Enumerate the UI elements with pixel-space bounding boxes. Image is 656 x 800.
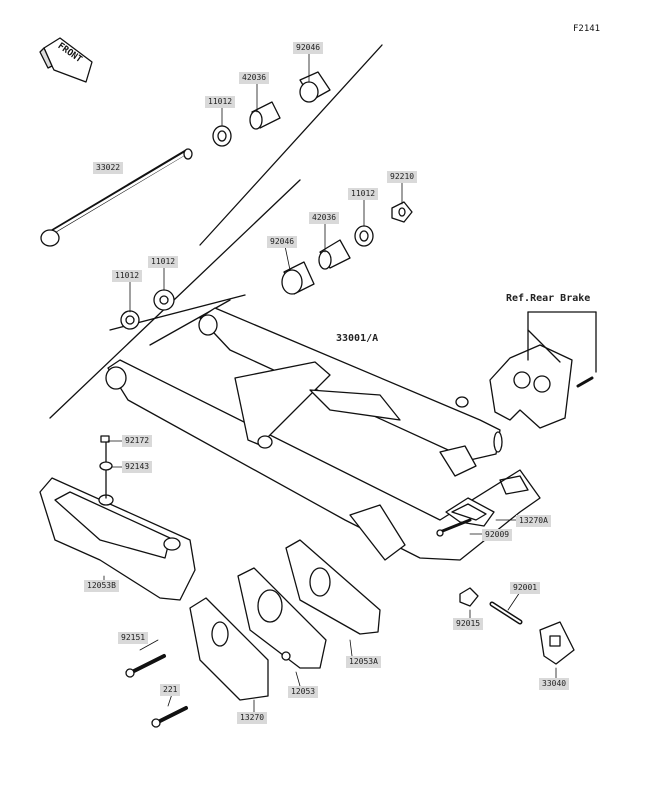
chain-guide-12053b xyxy=(39,435,196,601)
bushing-92046-top xyxy=(299,71,331,103)
part-label-92151: 92151 xyxy=(118,632,149,644)
seal-11012-left-a xyxy=(153,289,175,311)
block-33040 xyxy=(539,621,575,665)
bushing-92046-right xyxy=(281,261,315,295)
part-label-92046-right: 92046 xyxy=(267,236,298,248)
front-arrow-icon xyxy=(39,37,93,83)
ref-rear-brake-label: Ref.Rear Brake xyxy=(506,293,591,304)
guide-12053a xyxy=(285,539,381,635)
plate-13270a xyxy=(445,497,495,527)
guide-12053 xyxy=(237,567,327,669)
nut-92015 xyxy=(459,587,479,607)
part-label-11012-right: 11012 xyxy=(348,188,379,200)
part-label-221: 221 xyxy=(160,684,181,696)
bolt-92009 xyxy=(436,518,472,537)
part-label-13270: 13270 xyxy=(237,712,268,724)
part-label-42036-top: 42036 xyxy=(239,72,270,84)
explode-line xyxy=(149,299,231,346)
leader-lines xyxy=(103,51,557,713)
part-label-92001: 92001 xyxy=(510,582,541,594)
part-label-92172: 92172 xyxy=(122,435,153,447)
part-label-11012-left-a: 11012 xyxy=(148,256,179,268)
bolt-92001 xyxy=(489,601,523,625)
part-label-92015: 92015 xyxy=(453,618,484,630)
plate-13270 xyxy=(189,597,269,701)
part-label-33040: 33040 xyxy=(539,678,570,690)
swingarm xyxy=(105,307,541,561)
explode-line xyxy=(49,179,301,419)
part-label-12053b: 12053B xyxy=(84,580,119,592)
nut-92210 xyxy=(391,201,413,223)
part-label-13270a: 13270A xyxy=(516,515,551,527)
part-label-12053a: 12053A xyxy=(346,656,381,668)
seal-11012-top xyxy=(212,125,232,147)
bolt-221 xyxy=(151,706,188,728)
part-label-92009: 92009 xyxy=(482,529,513,541)
collar-42036-top xyxy=(249,101,281,130)
brake-bracket xyxy=(489,311,597,429)
collar-42036-right xyxy=(318,239,351,270)
part-label-92046-top: 92046 xyxy=(293,42,324,54)
part-label-33022: 33022 xyxy=(93,162,124,174)
seal-11012-right xyxy=(354,225,374,247)
main-part-label: 33001/A xyxy=(336,333,379,344)
part-label-92143: 92143 xyxy=(122,461,153,473)
axle-shaft xyxy=(40,148,193,247)
part-label-92210: 92210 xyxy=(387,171,418,183)
explode-line xyxy=(199,44,383,246)
part-label-42036-right: 42036 xyxy=(309,212,340,224)
seal-11012-left-b xyxy=(120,310,140,330)
bolt-92151 xyxy=(125,654,166,678)
part-label-11012-left-b: 11012 xyxy=(112,270,143,282)
part-label-12053: 12053 xyxy=(288,686,319,698)
part-label-11012-top: 11012 xyxy=(205,96,236,108)
figure-code: F2141 xyxy=(573,24,601,34)
